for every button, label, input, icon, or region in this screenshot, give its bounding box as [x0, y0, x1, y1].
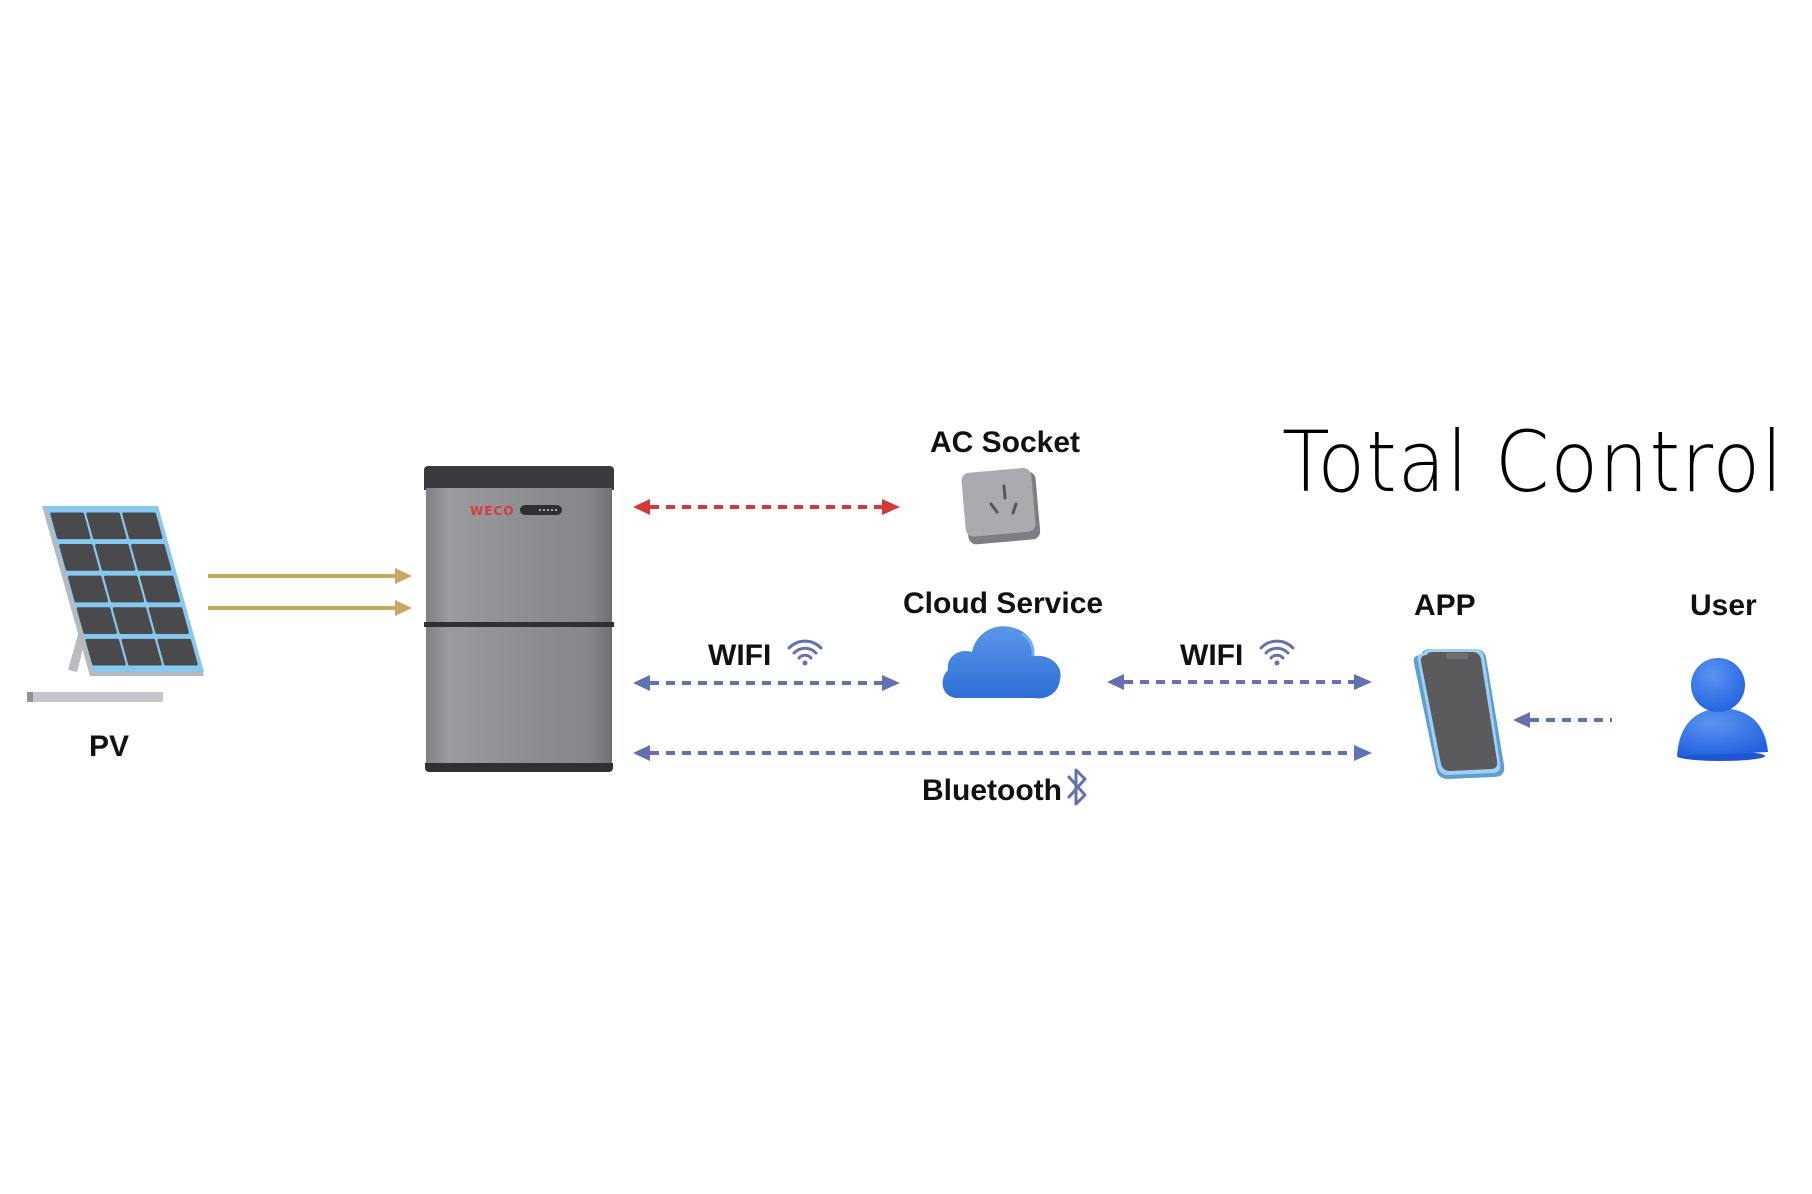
battery-brand-logo: WECO — [470, 504, 515, 518]
solar-panel-icon — [27, 506, 204, 702]
ac-socket-label: AC Socket — [930, 426, 1081, 459]
battery-storage-icon: WECO — [424, 466, 614, 774]
user-label: User — [1690, 589, 1757, 622]
solar-cell — [139, 575, 181, 603]
wifi-link-arrow-right — [1107, 674, 1372, 690]
solar-cell — [59, 544, 100, 571]
pv-label: PV — [89, 730, 130, 763]
wifi-right-label: WIFI — [1180, 639, 1244, 672]
wifi-link-arrow-left — [633, 675, 900, 691]
solar-cell — [50, 512, 91, 540]
solar-cell — [121, 638, 162, 666]
user-to-app-arrow — [1513, 712, 1612, 728]
solar-cell — [85, 638, 126, 666]
solar-cell — [76, 607, 117, 634]
battery-indicator — [520, 505, 562, 515]
wifi-icon — [787, 639, 823, 666]
power-socket-icon — [961, 468, 1041, 545]
solar-cell — [157, 638, 198, 666]
solar-cell — [148, 607, 189, 634]
solar-cell — [103, 575, 145, 603]
bluetooth-link-arrow — [633, 745, 1372, 761]
app-label: APP — [1414, 589, 1476, 622]
solar-cell — [112, 607, 153, 634]
solar-cell — [67, 575, 109, 603]
pv-power-arrows — [208, 568, 412, 616]
bluetooth-icon — [1067, 768, 1087, 806]
diagram-title: Total Control — [1282, 413, 1784, 511]
solar-cell — [131, 544, 172, 571]
cloud-service-label: Cloud Service — [903, 587, 1104, 620]
solar-cell — [86, 512, 127, 540]
user-icon — [1677, 658, 1768, 761]
wifi-left-label: WIFI — [708, 639, 772, 672]
bluetooth-label: Bluetooth — [922, 774, 1062, 807]
smartphone-icon — [1413, 649, 1505, 779]
wifi-icon — [1259, 639, 1295, 666]
ac-link-arrow — [633, 499, 900, 515]
solar-cell — [95, 544, 136, 571]
solar-cell — [122, 512, 163, 540]
cloud-icon — [942, 626, 1061, 699]
